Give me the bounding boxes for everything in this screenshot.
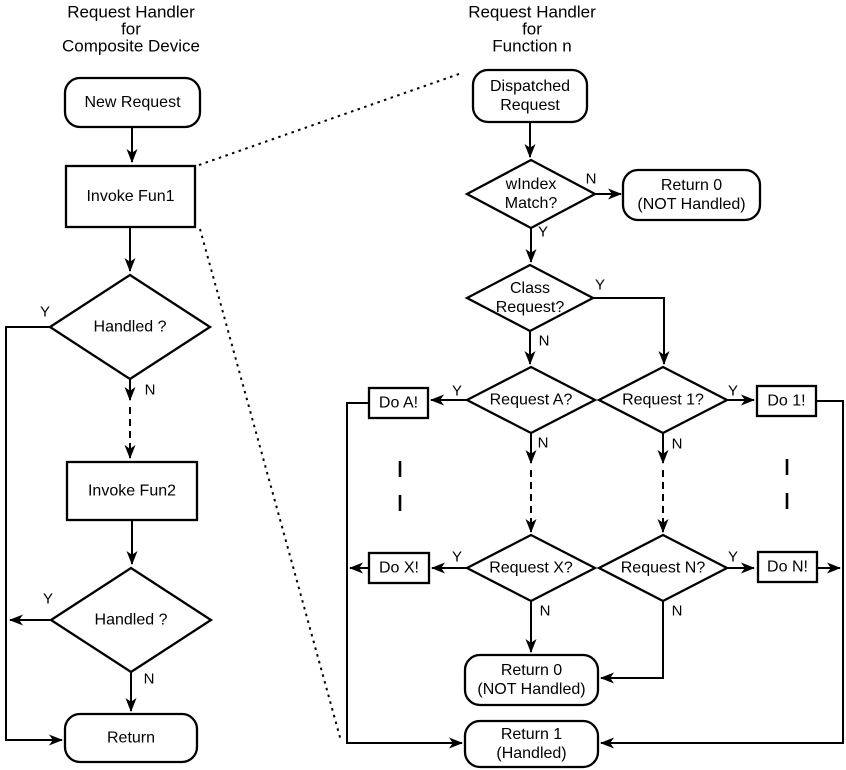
node-windex-match-label: Match? <box>505 195 558 212</box>
node-windex-match-label: wIndex <box>505 176 557 193</box>
node-handled-2 <box>48 566 214 674</box>
node-handled-1-label: Handled ? <box>94 319 167 336</box>
branch-label-request-x-no: N <box>540 603 551 620</box>
branch-label-handled1-yes: Y <box>40 304 50 321</box>
branch-label-handled1-no: N <box>145 382 156 399</box>
branch-label-class-yes: Y <box>595 277 605 294</box>
node-request-a-label: Request A? <box>490 392 573 409</box>
node-handled-1 <box>47 273 213 381</box>
node-class-request-label: Request? <box>496 299 565 316</box>
branch-label-class-no: N <box>539 333 550 350</box>
branch-label-handled2-no: N <box>144 671 155 688</box>
node-return-0-top-label: Return 0 <box>661 177 722 194</box>
branch-label-windex-yes: Y <box>538 224 548 241</box>
node-do-n-label: Do N! <box>767 559 808 576</box>
node-request-n-label: Request N? <box>621 560 706 577</box>
node-return-0-bottom <box>463 653 600 707</box>
branch-label-request-n-yes: Y <box>728 549 738 566</box>
node-do-a-label: Do A! <box>379 395 418 412</box>
node-return-1-label: Return 1 <box>501 726 562 743</box>
diagram-title-function-n: Function n <box>492 37 571 56</box>
node-do-x-label: Do X! <box>379 560 419 577</box>
branch-label-request-1-yes: Y <box>728 383 738 400</box>
node-handled-2-label: Handled ? <box>95 612 168 629</box>
node-invoke-fun2 <box>65 460 199 522</box>
node-new-request <box>63 76 202 129</box>
edge-handled1-yes-rail <box>5 326 63 746</box>
node-invoke-fun2-label: Invoke Fun2 <box>88 483 176 500</box>
node-do-1 <box>755 384 818 418</box>
node-dispatched-request-label: Request <box>500 97 560 114</box>
edge-request-n-no <box>600 601 664 684</box>
branch-label-windex-no: N <box>586 171 597 188</box>
node-return-0-bottom-label: Return 0 <box>501 662 562 679</box>
node-new-request-label: New Request <box>84 94 181 111</box>
node-class-request-label: Class <box>510 280 550 297</box>
node-request-x <box>464 533 598 603</box>
node-do-1-label: Do 1! <box>767 393 805 410</box>
diagram-title-composite-device: for <box>121 20 141 39</box>
node-return-0-top <box>621 168 762 222</box>
node-do-a <box>367 386 430 420</box>
branch-label-request-a-no: N <box>538 435 549 452</box>
diagram-title-function-n: Request Handler <box>468 3 596 22</box>
node-invoke-fun1-label: Invoke Fun1 <box>86 188 174 205</box>
node-request-n <box>596 533 730 603</box>
edge-expand-bottom <box>199 228 342 742</box>
diagram-title-composite-device: Composite Device <box>62 37 200 56</box>
node-dispatched-request-label: Dispatched <box>490 78 570 95</box>
node-request-1-label: Request 1? <box>622 392 704 409</box>
branch-label-handled2-yes: Y <box>43 591 53 608</box>
node-return <box>63 712 199 764</box>
node-request-1 <box>596 365 730 435</box>
node-return-1-label: (Handled) <box>496 745 566 762</box>
node-return-0-bottom-label: (NOT Handled) <box>477 681 585 698</box>
edge-expand-top <box>198 73 460 166</box>
edge-do-a-rail <box>346 402 463 749</box>
node-request-a <box>464 365 598 435</box>
branch-label-request-a-yes: Y <box>452 383 462 400</box>
node-invoke-fun1 <box>64 164 197 229</box>
node-class-request <box>464 263 596 333</box>
branch-label-request-x-yes: Y <box>452 549 462 566</box>
node-do-x <box>367 551 431 585</box>
node-windex-match <box>464 158 598 230</box>
node-return-label: Return <box>107 730 155 747</box>
node-request-x-label: Request X? <box>489 560 573 577</box>
diagram-title-function-n: for <box>522 20 542 39</box>
edge-do-1-rail <box>600 400 844 749</box>
continuation-marks-layer <box>398 459 789 511</box>
node-do-n <box>756 550 819 584</box>
branch-label-request-1-no: N <box>672 436 683 453</box>
node-return-0-top-label: (NOT Handled) <box>637 196 745 213</box>
branch-label-request-n-no: N <box>672 603 683 620</box>
edge-class-yes <box>593 297 670 365</box>
node-dispatched-request <box>471 68 589 124</box>
branch-labels-layer: Y N Y N N Y Y N Y N Y N Y N Y N <box>40 171 738 688</box>
node-return-1 <box>463 719 600 769</box>
diagram-title-composite-device: Request Handler <box>67 3 195 22</box>
edges-layer <box>5 73 844 749</box>
